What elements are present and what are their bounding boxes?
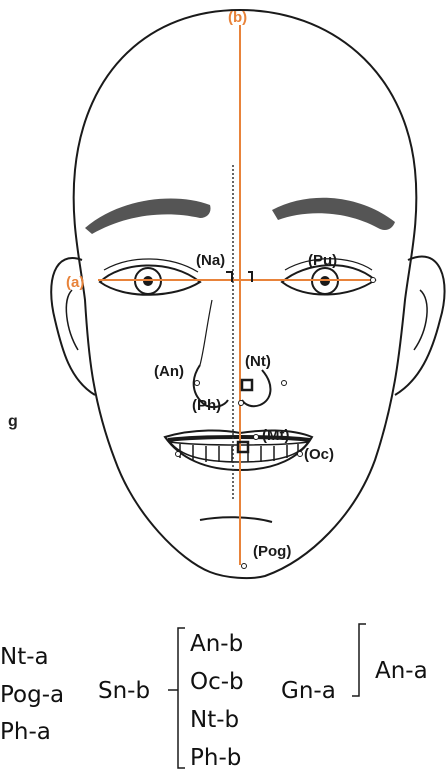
point-an-left <box>195 381 200 386</box>
an-a-label: An-a <box>375 660 428 683</box>
gn-a-label: Gn-a <box>281 680 336 703</box>
label-pu: (Pu) <box>308 252 337 269</box>
point-oc-left <box>176 452 181 457</box>
label-an: (An) <box>154 363 184 380</box>
point-oc-right <box>298 452 303 457</box>
label-ph: (Ph) <box>192 397 221 414</box>
label-mt: (Mt) <box>262 427 289 444</box>
head-outline <box>74 10 417 578</box>
nose-right-wing <box>242 370 270 406</box>
right-ear-inner <box>414 290 427 350</box>
point-pog <box>242 564 247 569</box>
point-mt <box>254 435 259 440</box>
chin-crease <box>200 517 272 522</box>
mid-col-item-2: Oc-b <box>190 671 244 694</box>
bracket-gn-a <box>352 624 366 696</box>
mid-col-item-3: Nt-b <box>190 709 239 732</box>
label-a: (a) <box>66 274 84 291</box>
left-eye <box>100 259 200 295</box>
sn-b-label: Sn-b <box>98 680 150 703</box>
left-col-item-3: Ph-a <box>0 721 51 744</box>
label-oc: (Oc) <box>304 446 334 463</box>
point-an-right <box>282 381 287 386</box>
label-na: (Na) <box>196 252 225 269</box>
left-eyebrow <box>85 199 211 234</box>
left-ear-inner <box>66 290 78 350</box>
mid-col-item-4: Ph-b <box>190 747 241 770</box>
point-pu <box>371 278 376 283</box>
left-col-item-1: Nt-a <box>0 646 49 669</box>
nose-bridge <box>200 300 212 365</box>
right-angle-marker-nt <box>242 380 252 390</box>
point-ph <box>239 401 244 406</box>
left-col-item-2: Pog-a <box>0 684 64 707</box>
mid-col-item-1: An-b <box>190 633 243 656</box>
label-pog: (Pog) <box>253 543 291 560</box>
label-nt: (Nt) <box>245 353 271 370</box>
bracket-sn-b <box>168 628 185 768</box>
right-eyebrow <box>272 198 395 230</box>
label-b: (b) <box>228 9 247 26</box>
label-g: g <box>8 413 18 430</box>
